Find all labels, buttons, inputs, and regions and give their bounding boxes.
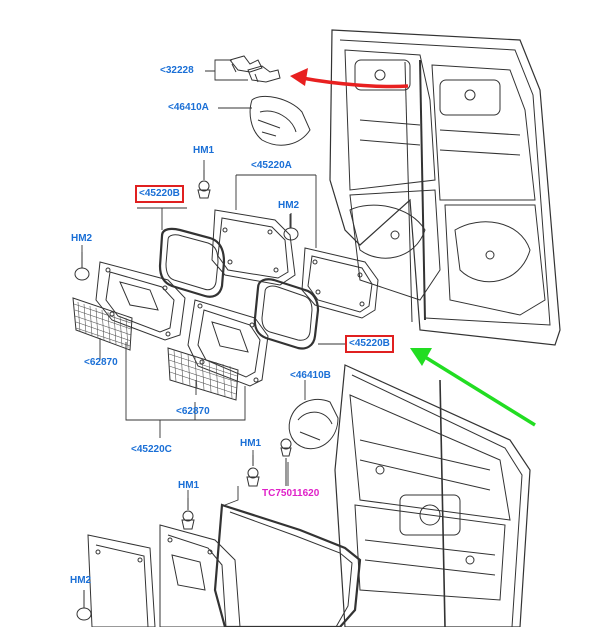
label-hm2-mid: HM2 [278,200,300,211]
leader-lines [81,59,345,606]
label-hm1-mid: HM1 [240,438,262,449]
label-45220B-top: <45220B [135,185,184,203]
lower-rear-door [334,364,531,627]
label-45220B-right: <45220B [345,335,394,353]
trim-panel-45220A-left [211,209,296,286]
label-hm1-low: HM1 [178,480,200,491]
label-45220A: <45220A [251,160,292,171]
label-46410A: <46410A [168,102,209,113]
fastener-hm1-top [197,170,211,199]
cover-46410A [249,96,311,146]
label-32228: <32228 [160,65,194,76]
seal-45220B-upper [158,227,226,298]
label-hm1-top: HM1 [193,145,215,156]
trim-frame-45220C-left [95,261,186,341]
seal-45220B-lower [253,278,320,350]
label-hm2-left: HM2 [71,233,93,244]
fastener-tc [280,438,292,486]
mesh-62870-left [72,297,133,351]
label-62870-center: <62870 [176,406,210,417]
trim-panel-lower [159,524,241,627]
arrow-left-icon [290,68,409,89]
label-46410B: <46410B [290,370,331,381]
arrow-up-left-icon [410,348,536,427]
plug-hm2-mid [283,213,299,241]
clip-32228 [229,55,281,83]
label-tc75011620: TC75011620 [262,488,320,499]
label-hm2-bottom: HM2 [70,575,92,586]
label-62870-left: <62870 [84,357,118,368]
trim-panel-45220A-right [301,247,379,319]
trim-board-lower-left [87,534,156,627]
label-45220C: <45220C [131,444,172,455]
seal-lower-door [213,503,362,627]
mesh-62870-center [167,347,239,401]
upper-rear-door [329,29,561,346]
cover-46410B [288,398,339,450]
